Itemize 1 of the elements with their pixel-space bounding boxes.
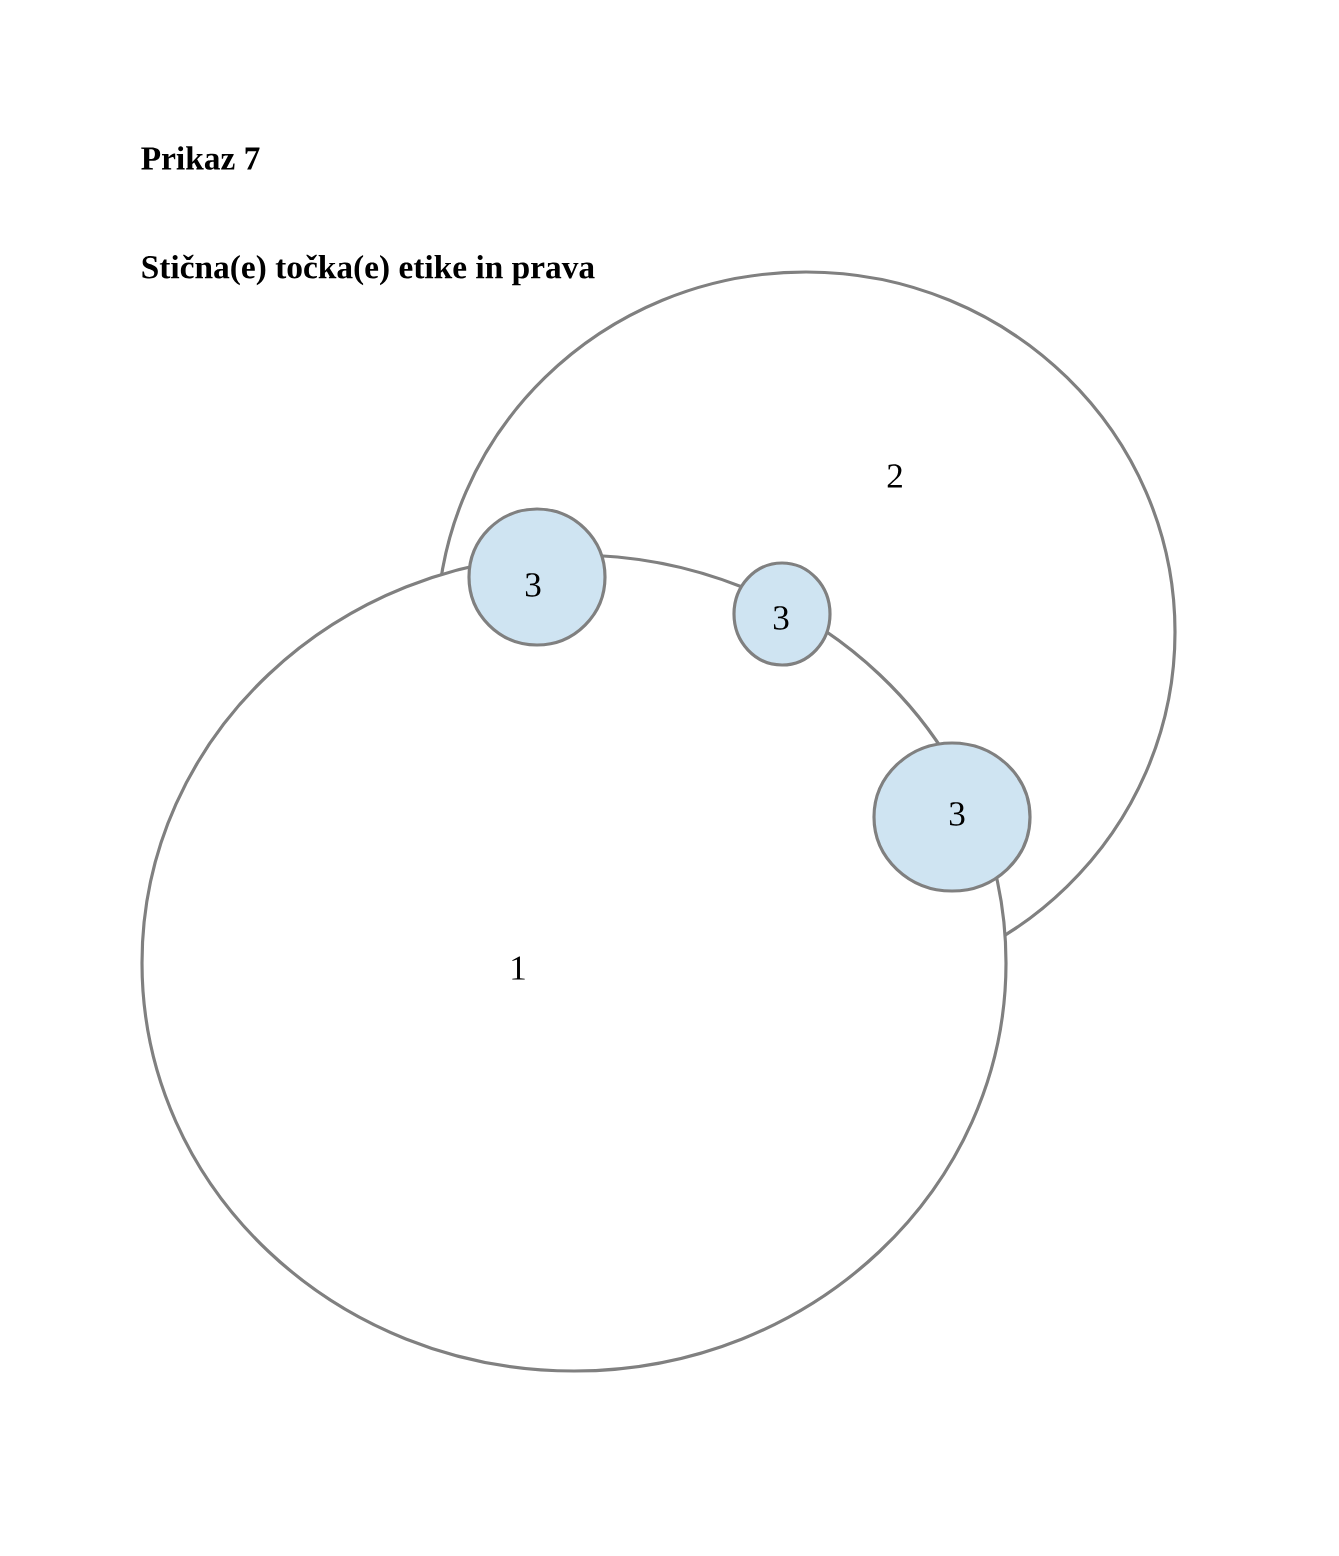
figure-title: Prikaz 7 <box>141 146 260 170</box>
